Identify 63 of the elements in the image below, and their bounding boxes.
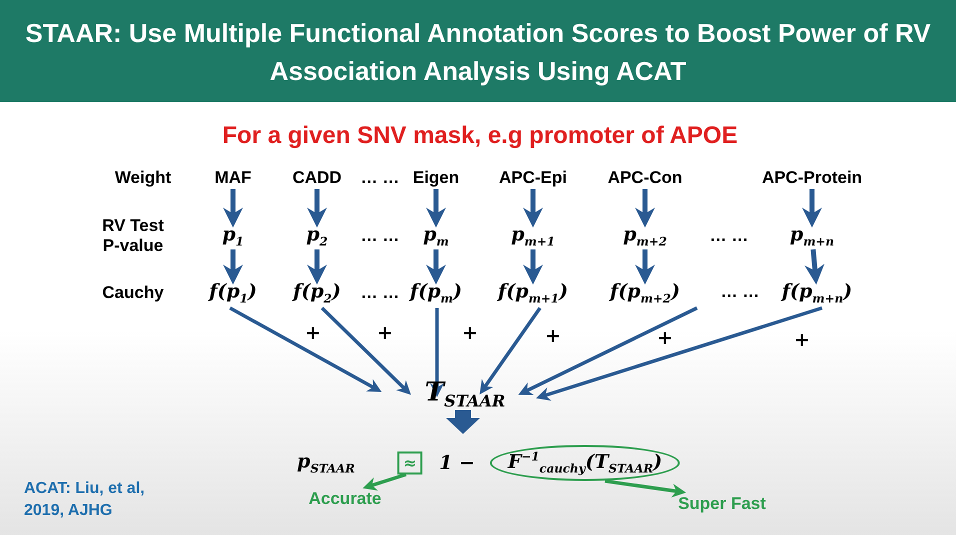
ellipsis: … … bbox=[360, 283, 400, 303]
arrow bbox=[804, 249, 824, 285]
p-value-symbol: p$_{m+1}$ bbox=[511, 224, 555, 248]
ellipsis: … … bbox=[360, 226, 400, 246]
arrow bbox=[426, 189, 446, 228]
arrow bbox=[536, 306, 823, 401]
arrow bbox=[523, 249, 543, 285]
weight-name: APC-Protein bbox=[762, 168, 862, 188]
plus-sign: + bbox=[462, 322, 478, 344]
ellipsis: … … bbox=[720, 282, 760, 302]
row-label: Weight bbox=[114, 168, 172, 188]
weight-name: CADD bbox=[292, 168, 342, 188]
p-value-symbol: p$_{m}$ bbox=[423, 224, 449, 248]
subtitle: For a given SNV mask, e.g promoter of APOE bbox=[222, 122, 738, 150]
p-value-symbol: p$_{STAAR}$ bbox=[297, 450, 355, 476]
plus-sign: + bbox=[657, 327, 673, 349]
arrow bbox=[523, 189, 543, 228]
arrow bbox=[307, 249, 327, 285]
cauchy-transform-formula: f(p$_{m}$) bbox=[410, 280, 462, 306]
cauchy-transform-formula: f(p$_{1}$) bbox=[209, 280, 257, 306]
weight-name: MAF bbox=[214, 168, 252, 188]
row-label: RV Test P-value bbox=[101, 216, 165, 256]
weight-name: Eigen bbox=[412, 168, 460, 188]
cauchy-transform-formula: f(p$_{m+2}$) bbox=[610, 280, 680, 306]
p-value-symbol: p$_{1}$ bbox=[222, 224, 244, 248]
plus-sign: + bbox=[794, 329, 810, 351]
equation-text: 1 − bbox=[439, 452, 475, 474]
annotation-text: Super Fast bbox=[678, 494, 766, 514]
inverse-cdf-formula: F$^{−1}$$_{cauchy}$(T$_{STAAR}$) bbox=[490, 444, 680, 482]
plus-sign: + bbox=[545, 325, 561, 347]
weight-name: APC-Con bbox=[608, 168, 682, 188]
ellipsis: … … bbox=[710, 226, 748, 246]
block-arrow bbox=[446, 410, 480, 434]
cauchy-transform-formula: f(p$_{m+n}$) bbox=[782, 280, 852, 306]
approx-sign: ≈ bbox=[397, 452, 423, 474]
arrow bbox=[320, 306, 411, 395]
arrow bbox=[430, 308, 444, 398]
arrow bbox=[802, 189, 822, 228]
annotation-text: Accurate bbox=[308, 489, 382, 509]
p-value-symbol: p$_{2}$ bbox=[306, 224, 328, 248]
arrow bbox=[307, 189, 327, 228]
arrow bbox=[223, 249, 243, 285]
p-value-symbol: p$_{m+n}$ bbox=[790, 224, 834, 248]
row-label: Cauchy bbox=[101, 283, 165, 303]
p-value-symbol: p$_{m+2}$ bbox=[623, 224, 667, 248]
citation: ACAT: Liu, et al, 2019, AJHG bbox=[24, 479, 146, 521]
plus-sign: + bbox=[305, 322, 321, 344]
cauchy-transform-formula: f(p$_{2}$) bbox=[293, 280, 341, 306]
arrow bbox=[480, 307, 542, 394]
arrow bbox=[362, 472, 407, 491]
arrow bbox=[635, 249, 655, 285]
cauchy-transform-formula: f(p$_{m+1}$) bbox=[498, 280, 568, 306]
weight-name: APC-Epi bbox=[499, 168, 567, 188]
arrow bbox=[604, 479, 686, 498]
arrow bbox=[426, 249, 446, 285]
test-statistic: T$_{STAAR}$ bbox=[424, 377, 506, 411]
arrow bbox=[635, 189, 655, 228]
plus-sign: + bbox=[377, 322, 393, 344]
arrow bbox=[518, 306, 698, 396]
arrow bbox=[223, 189, 243, 228]
ellipsis: … … bbox=[360, 168, 400, 188]
slide-title: STAAR: Use Multiple Functional Annotation Scores to Boost Power of RV Association Analysis Using ACAT bbox=[24, 17, 932, 88]
arrow bbox=[229, 306, 382, 392]
